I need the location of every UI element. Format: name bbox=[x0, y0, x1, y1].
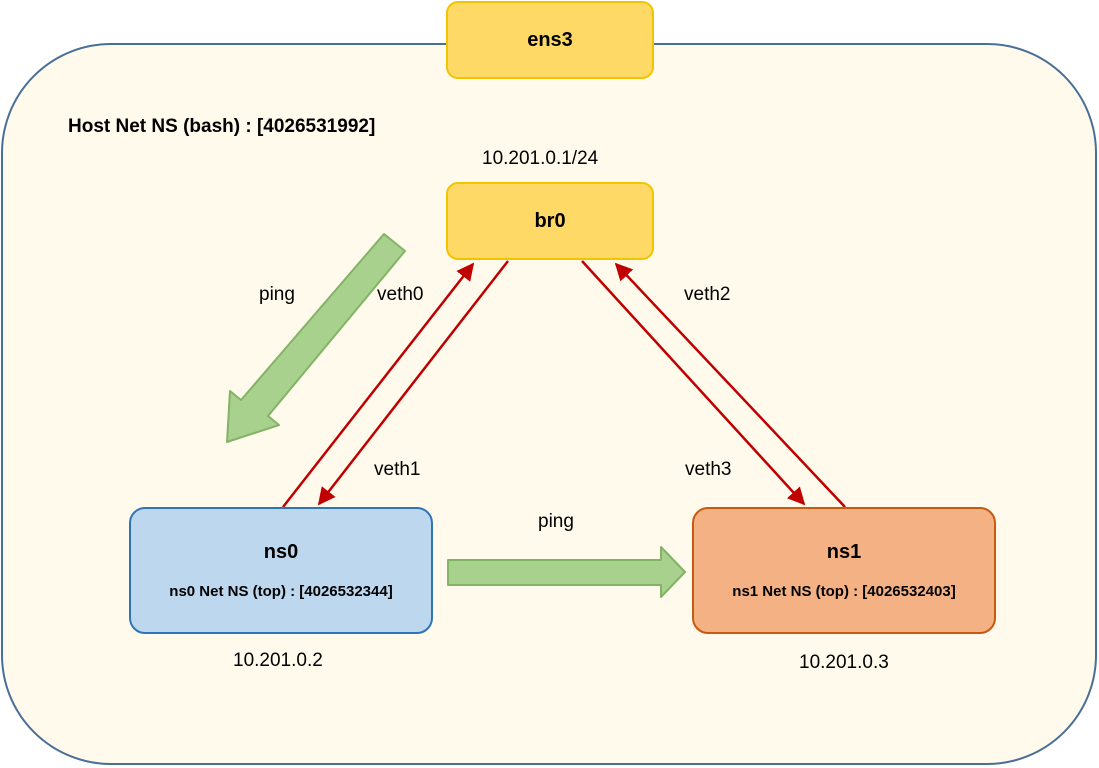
ping-arrow-horizontal bbox=[447, 546, 686, 598]
ns1-ip-label: 10.201.0.3 bbox=[799, 652, 889, 673]
ens3-label: ens3 bbox=[527, 29, 573, 51]
ns0-namespace-id: ns0 Net NS (top) : [4026532344] bbox=[169, 582, 393, 600]
ping-arrow-diagonal bbox=[226, 233, 406, 443]
host-namespace-region bbox=[1, 43, 1097, 765]
ping-label-horizontal: ping bbox=[538, 511, 574, 532]
veth2-label: veth2 bbox=[684, 284, 731, 305]
br0-bridge-node: br0 bbox=[446, 182, 654, 260]
ns1-label: ns1 bbox=[826, 540, 862, 563]
veth3-label: veth3 bbox=[685, 459, 732, 480]
host-namespace-title: Host Net NS (bash) : [4026531992] bbox=[68, 116, 376, 137]
ns1-namespace-id: ns1 Net NS (top) : [4026532403] bbox=[732, 582, 956, 600]
veth1-label: veth1 bbox=[374, 459, 421, 480]
veth-link-br0-to-ns1 bbox=[581, 260, 806, 506]
br0-ip-label: 10.201.0.1/24 bbox=[482, 148, 599, 169]
ens3-interface-node: ens3 bbox=[446, 1, 654, 79]
ns0-namespace-node: ns0 ns0 Net NS (top) : [4026532344] bbox=[129, 507, 433, 634]
br0-label: br0 bbox=[534, 210, 566, 232]
ns1-namespace-node: ns1 ns1 Net NS (top) : [4026532403] bbox=[692, 507, 996, 634]
veth-link-ns0-to-br0 bbox=[282, 262, 475, 508]
veth-link-br0-to-ns0 bbox=[317, 260, 509, 506]
veth-link-ns1-to-br0 bbox=[614, 262, 846, 508]
veth0-label: veth0 bbox=[377, 284, 424, 305]
ns0-ip-label: 10.201.0.2 bbox=[233, 650, 323, 671]
ping-label-diagonal: ping bbox=[259, 284, 295, 305]
ns0-label: ns0 bbox=[263, 540, 299, 563]
